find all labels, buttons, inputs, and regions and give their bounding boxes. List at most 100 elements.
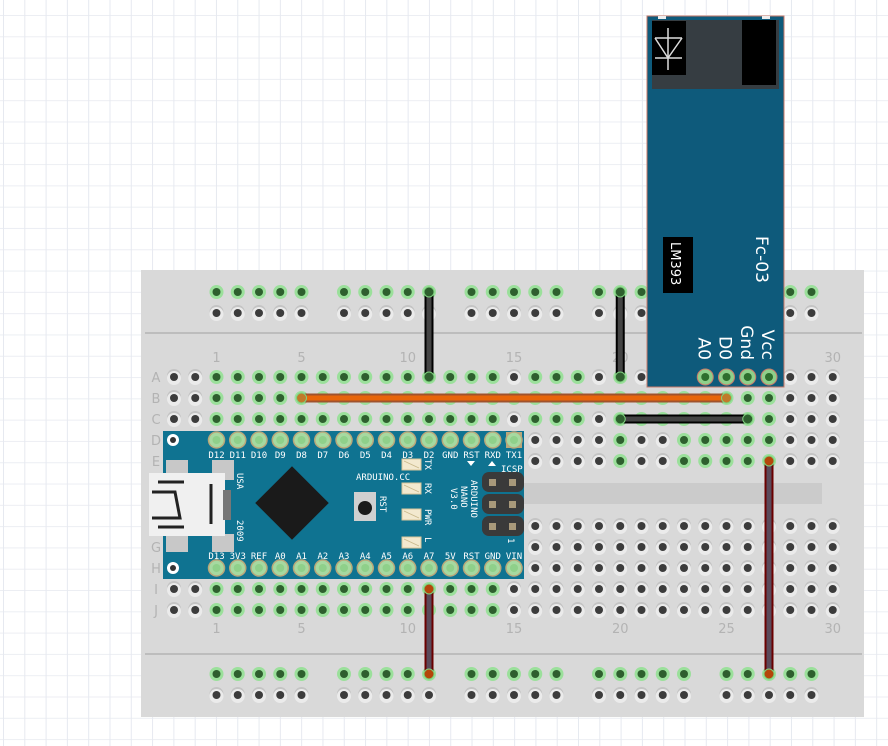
breadboard-hole[interactable] xyxy=(252,412,266,426)
breadboard-hole[interactable] xyxy=(252,305,266,321)
breadboard-hole[interactable] xyxy=(634,602,649,618)
breadboard-hole[interactable] xyxy=(783,581,798,597)
wire-end[interactable] xyxy=(614,286,626,298)
breadboard-hole[interactable] xyxy=(188,581,203,597)
breadboard-hole[interactable] xyxy=(549,453,564,469)
breadboard-hole[interactable] xyxy=(337,305,351,321)
breadboard-hole[interactable] xyxy=(613,560,628,576)
breadboard-hole[interactable] xyxy=(677,602,691,618)
breadboard-hole[interactable] xyxy=(443,582,458,596)
breadboard-hole[interactable] xyxy=(783,518,798,534)
breadboard-hole[interactable] xyxy=(740,539,755,555)
breadboard-hole[interactable] xyxy=(315,412,330,426)
arduino-pin[interactable] xyxy=(271,559,289,577)
arduino-pin[interactable] xyxy=(399,559,417,577)
breadboard-hole[interactable] xyxy=(507,305,521,321)
breadboard-hole[interactable] xyxy=(230,687,245,703)
breadboard-hole[interactable] xyxy=(719,518,734,534)
breadboard-hole[interactable] xyxy=(294,687,309,703)
breadboard-hole[interactable] xyxy=(549,602,564,618)
breadboard-hole[interactable] xyxy=(677,518,691,534)
breadboard-hole[interactable] xyxy=(273,412,288,426)
arduino-pin[interactable] xyxy=(484,431,502,449)
breadboard-hole[interactable] xyxy=(613,433,628,447)
breadboard-hole[interactable] xyxy=(634,369,649,385)
breadboard-hole[interactable] xyxy=(762,433,776,447)
breadboard-hole[interactable] xyxy=(337,285,351,299)
breadboard-hole[interactable] xyxy=(804,560,819,576)
breadboard-hole[interactable] xyxy=(337,603,351,617)
breadboard-hole[interactable] xyxy=(252,667,266,681)
breadboard-hole[interactable] xyxy=(230,285,245,299)
breadboard-hole[interactable] xyxy=(804,432,819,448)
breadboard-hole[interactable] xyxy=(592,285,606,299)
breadboard-hole[interactable] xyxy=(592,453,606,469)
breadboard-hole[interactable] xyxy=(549,667,564,681)
breadboard-hole[interactable] xyxy=(570,539,585,555)
breadboard-hole[interactable] xyxy=(783,687,798,703)
breadboard-hole[interactable] xyxy=(698,539,713,555)
breadboard-hole[interactable] xyxy=(783,453,798,469)
breadboard-hole[interactable] xyxy=(528,453,543,469)
breadboard-hole[interactable] xyxy=(698,433,713,447)
arduino-pin[interactable] xyxy=(462,559,481,577)
breadboard-hole[interactable] xyxy=(528,581,543,597)
breadboard-hole[interactable] xyxy=(740,433,755,447)
breadboard-hole[interactable] xyxy=(570,412,585,426)
breadboard-hole[interactable] xyxy=(613,687,628,703)
breadboard-hole[interactable] xyxy=(677,539,691,555)
breadboard-hole[interactable] xyxy=(358,603,373,617)
arduino-pin[interactable] xyxy=(292,559,311,577)
breadboard-hole[interactable] xyxy=(400,667,415,681)
breadboard-hole[interactable] xyxy=(804,453,819,469)
breadboard-hole[interactable] xyxy=(230,370,245,384)
breadboard-hole[interactable] xyxy=(549,432,564,448)
breadboard-hole[interactable] xyxy=(209,603,224,617)
wire-end[interactable] xyxy=(423,371,435,383)
breadboard-hole[interactable] xyxy=(358,667,373,681)
breadboard-hole[interactable] xyxy=(379,305,394,321)
breadboard-hole[interactable] xyxy=(762,412,776,426)
breadboard-hole[interactable] xyxy=(485,603,500,617)
breadboard-hole[interactable] xyxy=(549,687,564,703)
breadboard-hole[interactable] xyxy=(783,667,798,681)
breadboard-hole[interactable] xyxy=(740,560,755,576)
wire-end[interactable] xyxy=(423,668,435,680)
breadboard-hole[interactable] xyxy=(209,667,224,681)
sensor-pin-vcc[interactable] xyxy=(760,368,778,386)
breadboard-hole[interactable] xyxy=(804,411,819,427)
wire-end[interactable] xyxy=(423,286,435,298)
breadboard-hole[interactable] xyxy=(677,454,691,468)
breadboard-hole[interactable] xyxy=(464,412,479,426)
breadboard-hole[interactable] xyxy=(634,581,649,597)
breadboard-hole[interactable] xyxy=(570,370,585,384)
arduino-pin[interactable] xyxy=(505,559,523,577)
breadboard-hole[interactable] xyxy=(528,432,543,448)
breadboard-hole[interactable] xyxy=(209,370,224,384)
breadboard-hole[interactable] xyxy=(188,390,203,406)
breadboard-hole[interactable] xyxy=(655,432,670,448)
breadboard-hole[interactable] xyxy=(464,582,479,596)
breadboard-hole[interactable] xyxy=(783,285,798,299)
breadboard-hole[interactable] xyxy=(209,391,224,405)
breadboard-hole[interactable] xyxy=(167,602,181,618)
breadboard-hole[interactable] xyxy=(655,453,670,469)
breadboard-hole[interactable] xyxy=(740,667,755,681)
breadboard-hole[interactable] xyxy=(485,582,500,596)
breadboard-hole[interactable] xyxy=(740,454,755,468)
arduino-pin[interactable] xyxy=(229,431,247,449)
breadboard-hole[interactable] xyxy=(804,390,819,406)
arduino-pin[interactable] xyxy=(505,431,523,449)
breadboard-hole[interactable] xyxy=(698,454,713,468)
breadboard-hole[interactable] xyxy=(167,411,181,427)
breadboard-hole[interactable] xyxy=(294,603,309,617)
breadboard-hole[interactable] xyxy=(677,581,691,597)
breadboard-hole[interactable] xyxy=(464,285,479,299)
breadboard-hole[interactable] xyxy=(337,370,351,384)
breadboard-hole[interactable] xyxy=(634,453,649,469)
breadboard-hole[interactable] xyxy=(358,582,373,596)
breadboard-hole[interactable] xyxy=(400,305,415,321)
breadboard-hole[interactable] xyxy=(634,518,649,534)
breadboard-hole[interactable] xyxy=(188,411,203,427)
